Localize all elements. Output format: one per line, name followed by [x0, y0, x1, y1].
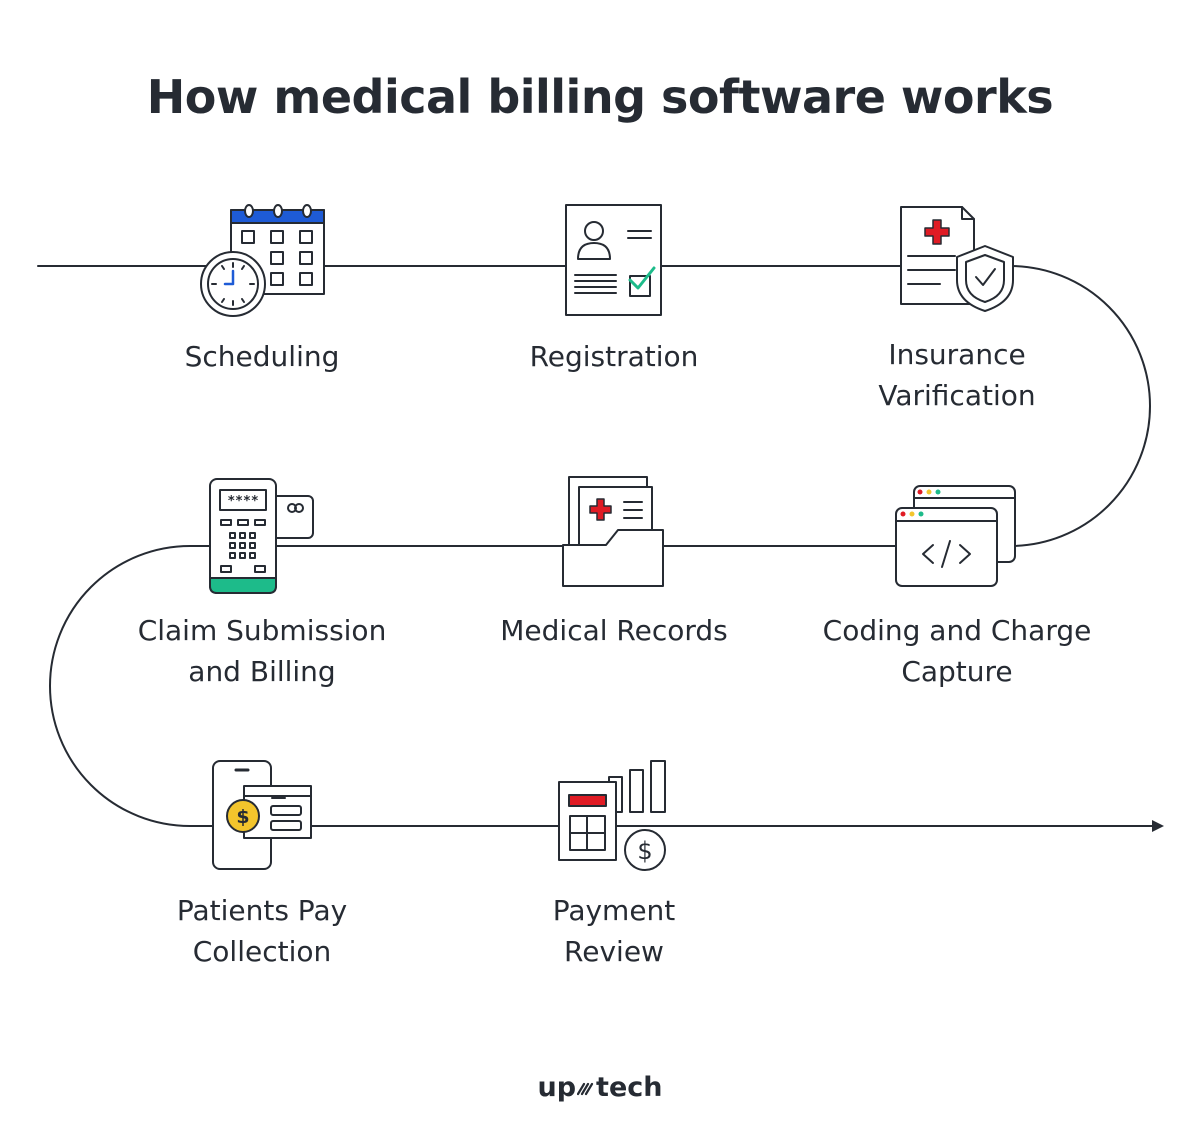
calculator-chart-icon: $ — [558, 760, 666, 871]
step-label-coding-charge-capture: Coding and Charge Capture — [822, 614, 1092, 688]
card-terminal-icon: **** — [209, 478, 314, 594]
logo-text-left: up — [537, 1072, 577, 1103]
svg-text:$: $ — [236, 806, 249, 828]
page-title: How medical billing software works — [146, 70, 1054, 124]
step-label-claim-submission: Claim Submission and Billing — [137, 614, 387, 688]
code-window-icon — [895, 485, 1016, 587]
svg-text:****: **** — [227, 494, 258, 509]
step-label-medical-records: Medical Records — [500, 614, 728, 647]
medical-folder-icon — [562, 476, 664, 587]
step-label-registration: Registration — [529, 340, 699, 373]
flow-arrowhead — [1152, 820, 1164, 832]
phone-payment-icon: $ — [212, 760, 312, 870]
logo-text-right: tech — [596, 1072, 663, 1103]
step-label-payment-review: Payment Review — [552, 894, 676, 968]
insurance-shield-icon — [900, 206, 1014, 312]
step-label-scheduling: Scheduling — [184, 340, 340, 373]
svg-text:$: $ — [637, 837, 652, 865]
calendar-clock-icon — [200, 204, 325, 317]
step-label-patients-pay: Patients Pay Collection — [176, 894, 348, 968]
registration-form-icon — [565, 204, 662, 316]
logo-dna-icon — [577, 1082, 594, 1095]
step-label-insurance-verification: Insurance Varification — [878, 338, 1036, 412]
